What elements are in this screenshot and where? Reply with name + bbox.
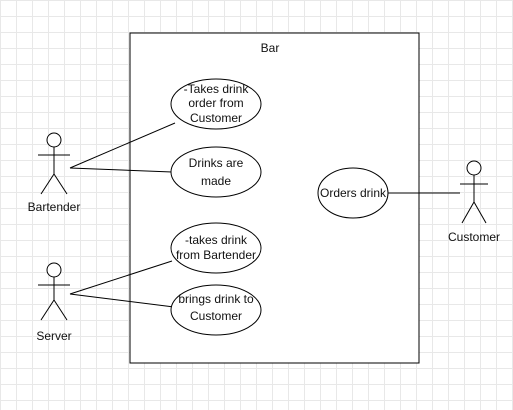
use-case-takes-drink-order[interactable]: -Takes drink order from Customer: [170, 78, 262, 130]
stick-figure-icon: [38, 262, 70, 321]
use-case-label: Orders drink: [320, 186, 387, 200]
use-case-brings-drink-to-customer[interactable]: brings drink to Customer: [170, 284, 262, 336]
stick-figure-icon: [38, 132, 70, 195]
use-case-label: Customer: [190, 111, 242, 125]
association-server-uc4[interactable]: [69, 293, 175, 308]
use-case-drinks-are-made[interactable]: Drinks are made: [170, 146, 262, 198]
use-case-label: Drinks are: [189, 156, 244, 170]
association-bartender-uc2[interactable]: [69, 167, 173, 173]
use-case-label: Customer: [190, 309, 242, 323]
use-case-label: from Bartender: [176, 248, 256, 262]
use-case-takes-drink-from-bartender[interactable]: -takes drink from Bartender: [170, 222, 262, 274]
actor-server[interactable]: Server: [36, 262, 72, 343]
stick-figure-icon: [460, 160, 488, 224]
use-case-label: -Takes drink: [184, 82, 250, 96]
association-bartender-uc1[interactable]: [69, 122, 176, 169]
use-case-label: brings drink to: [178, 292, 254, 306]
actor-bartender[interactable]: Bartender: [28, 132, 81, 214]
actor-label: Customer: [448, 230, 500, 244]
actor-customer[interactable]: Customer: [448, 160, 500, 244]
actor-label: Bartender: [28, 200, 81, 214]
system-title: Bar: [261, 41, 280, 55]
actor-label: Server: [36, 329, 71, 343]
use-case-orders-drink[interactable]: Orders drink: [317, 167, 389, 219]
use-case-label: order from: [188, 96, 243, 110]
use-case-label: made: [201, 174, 231, 188]
association-server-uc3[interactable]: [69, 260, 173, 295]
use-case-label: -takes drink: [185, 233, 248, 247]
